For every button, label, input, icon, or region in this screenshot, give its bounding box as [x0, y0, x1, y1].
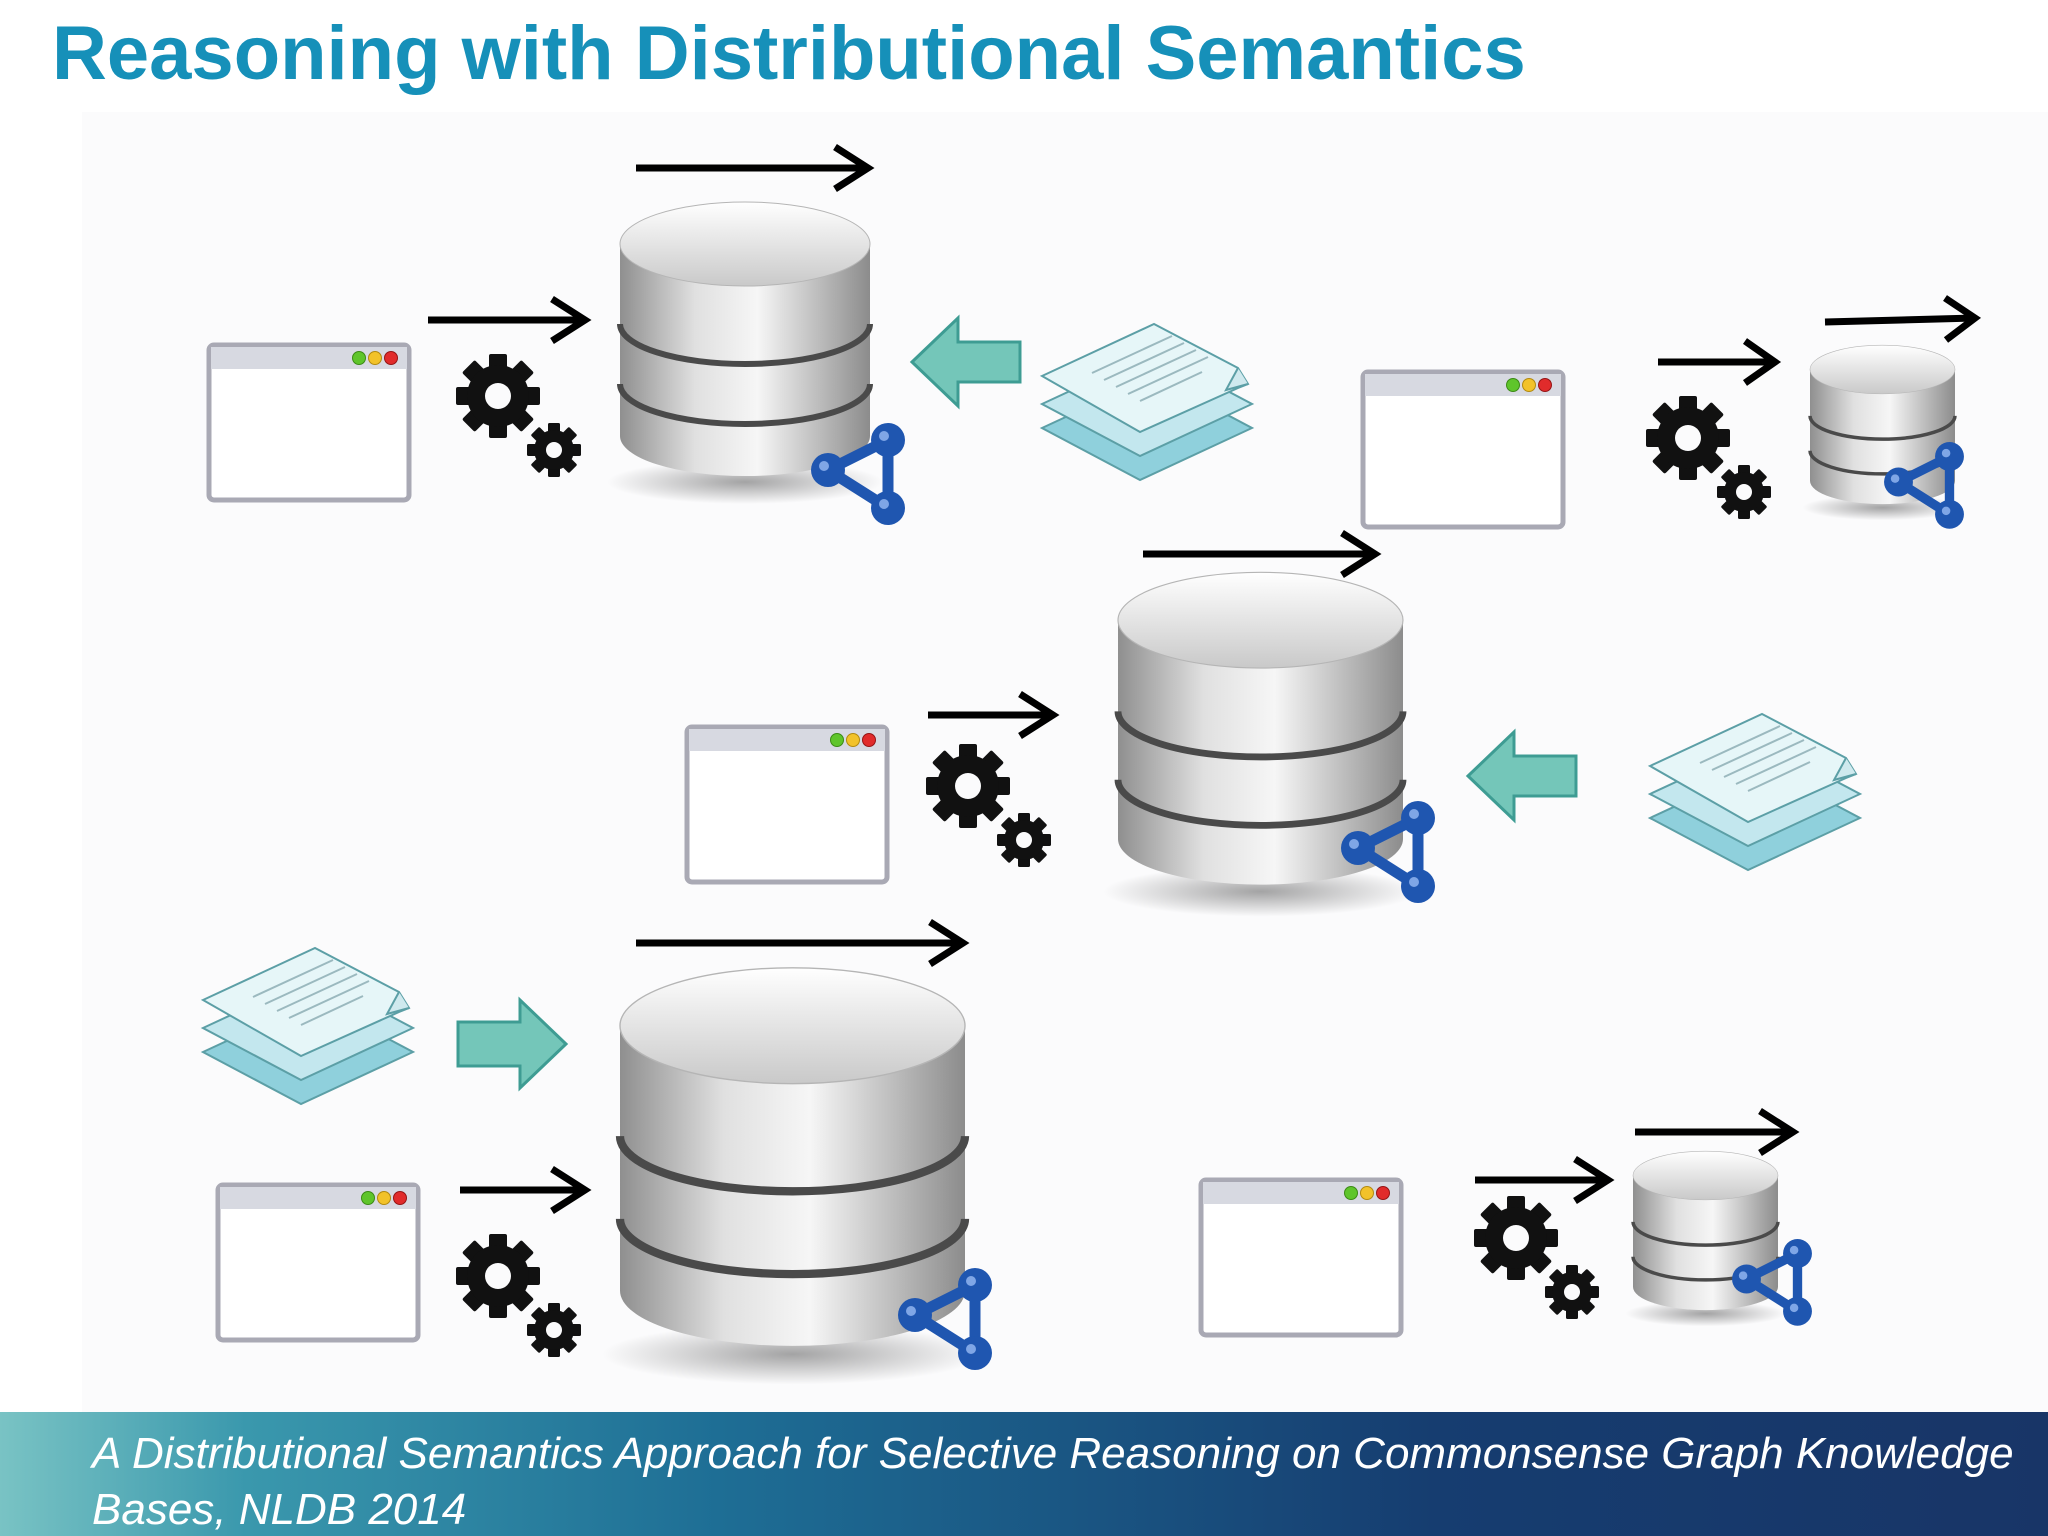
arrow-right-icon — [460, 1166, 592, 1214]
arrow-right-icon — [1658, 338, 1782, 386]
gears-icon — [926, 744, 1051, 867]
gears-icon — [1474, 1196, 1599, 1319]
documents-icon — [1649, 713, 1861, 871]
footer-banner: A Distributional Semantics Approach for … — [0, 1412, 2048, 1536]
diagram — [202, 144, 1982, 1412]
arrow-right-icon — [928, 691, 1060, 739]
window-icon — [1201, 1180, 1401, 1335]
arrow-right-icon — [1475, 1156, 1615, 1204]
gears-icon — [1646, 396, 1771, 519]
documents-icon — [1041, 323, 1253, 481]
arrow-right-icon — [428, 296, 592, 344]
window-icon — [218, 1185, 418, 1340]
window-icon — [687, 727, 887, 882]
gears-icon — [456, 1234, 581, 1357]
arrow-right-icon — [1143, 530, 1382, 578]
block-arrow-icon — [909, 314, 1022, 410]
window-icon — [209, 345, 409, 500]
arrow-right-icon — [1824, 295, 1982, 343]
documents-icon — [202, 947, 414, 1105]
database-icon — [1800, 343, 1965, 523]
database-icon — [1623, 1149, 1788, 1329]
gears-icon — [456, 354, 581, 477]
database-icon — [1103, 572, 1418, 916]
window-icon — [1363, 372, 1563, 527]
arrow-right-icon — [1635, 1108, 1800, 1156]
arrow-right-icon — [636, 919, 970, 967]
block-arrow-icon — [1465, 728, 1578, 824]
slide-title: Reasoning with Distributional Semantics — [52, 11, 1526, 96]
arrow-right-icon — [636, 144, 875, 192]
citation-text: A Distributional Semantics Approach for … — [92, 1429, 2014, 1534]
block-arrow-icon — [456, 996, 569, 1092]
